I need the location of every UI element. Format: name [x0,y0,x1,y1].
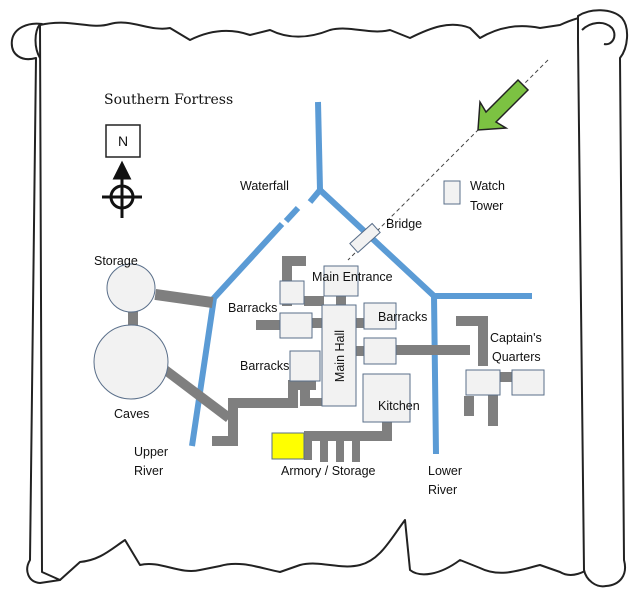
label-watch-tower-2: Tower [470,199,503,213]
watch-tower [443,180,461,205]
label-upper-river-1: Upper [134,445,168,459]
captains-room-a [465,369,501,396]
label-captains-2: Quarters [492,350,541,364]
label-barracks-right: Barracks [378,310,427,324]
barracks-right-lower [363,337,397,365]
label-caves: Caves [114,407,149,421]
map-title: Southern Fortress [104,92,233,108]
caves [93,324,169,400]
label-lower-river-1: Lower [428,464,462,478]
sight-line [347,59,549,261]
kitchen [362,373,411,423]
label-waterfall: Waterfall [240,179,289,193]
barracks-lower [289,350,321,382]
armory-storage [271,432,305,460]
river-waterfall-segment [283,205,301,224]
label-main-hall: Main Hall [333,330,347,382]
label-upper-river-2: River [134,464,163,478]
north-label-box [105,124,141,158]
compass: N [102,124,142,218]
label-barracks-lower: Barracks [240,359,289,373]
compass-rose-icon [102,160,142,218]
label-storage: Storage [94,254,138,268]
rooms [93,180,545,423]
main-hall [321,304,357,407]
storage-round [106,263,156,313]
label-watch-tower-1: Watch [470,179,505,193]
label-bridge: Bridge [386,217,422,231]
barracks-left [279,312,313,339]
barracks-right [363,302,397,330]
north-letter: N [118,133,128,149]
label-captains-1: Captain's [490,331,542,345]
main-entrance [323,265,359,297]
barracks-left-upper [279,280,305,305]
captains-room-b [511,369,545,396]
label-kitchen: Kitchen [378,399,420,413]
river-upper-north [315,101,323,191]
bridge [349,222,381,254]
label-armory: Armory / Storage [281,464,376,478]
green-arrow-icon [477,78,530,131]
label-main-entrance: Main Entrance [312,270,393,284]
label-barracks-left: Barracks [228,301,277,315]
label-lower-river-2: River [428,483,457,497]
map-labels: Waterfall Bridge Watch Tower Storage Mai… [94,179,542,497]
